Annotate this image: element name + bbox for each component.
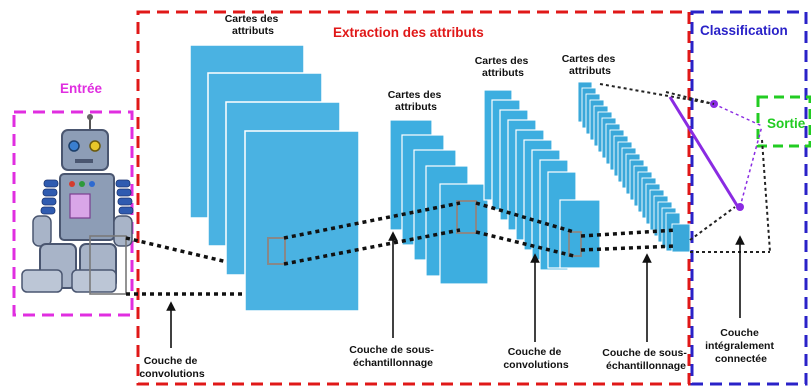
feature-map-stack-4: [577, 81, 691, 253]
output-frame: [756, 95, 811, 148]
layer-label: Couche de sous- échantillonnage: [349, 344, 437, 369]
feature-map-label: Cartes des attributs: [475, 55, 532, 79]
feature-map-label: Cartes des attributs: [225, 13, 282, 37]
projection-line: [283, 228, 461, 266]
extraction-title: Extraction des attributs: [333, 25, 484, 40]
classification-frame: [690, 10, 808, 386]
projection-line: [475, 201, 575, 234]
layer-label: Couche de convolutions: [139, 355, 204, 380]
feature-map-stack-1: [189, 44, 360, 312]
extraction-frame: [136, 10, 691, 386]
fully-connected-layer: [599, 83, 771, 253]
input-title: Entrée: [60, 81, 103, 96]
projection-line: [283, 201, 461, 240]
feature-map-stack-3: [483, 89, 601, 271]
feature-map-label: Cartes des attributs: [388, 89, 445, 113]
feature-map-stack-2: [389, 119, 489, 285]
layer-label: Couche de sous- échantillonnage: [602, 347, 690, 372]
projection-line: [475, 230, 575, 258]
robot-image: [21, 114, 134, 295]
classification-title: Classification: [700, 23, 788, 38]
layer-label: Couche intégralement connectée: [705, 327, 777, 365]
layer-label: Couche de convolutions: [503, 346, 568, 371]
output-title: Sortie: [767, 116, 806, 131]
feature-map-label: Cartes des attributs: [562, 53, 619, 77]
